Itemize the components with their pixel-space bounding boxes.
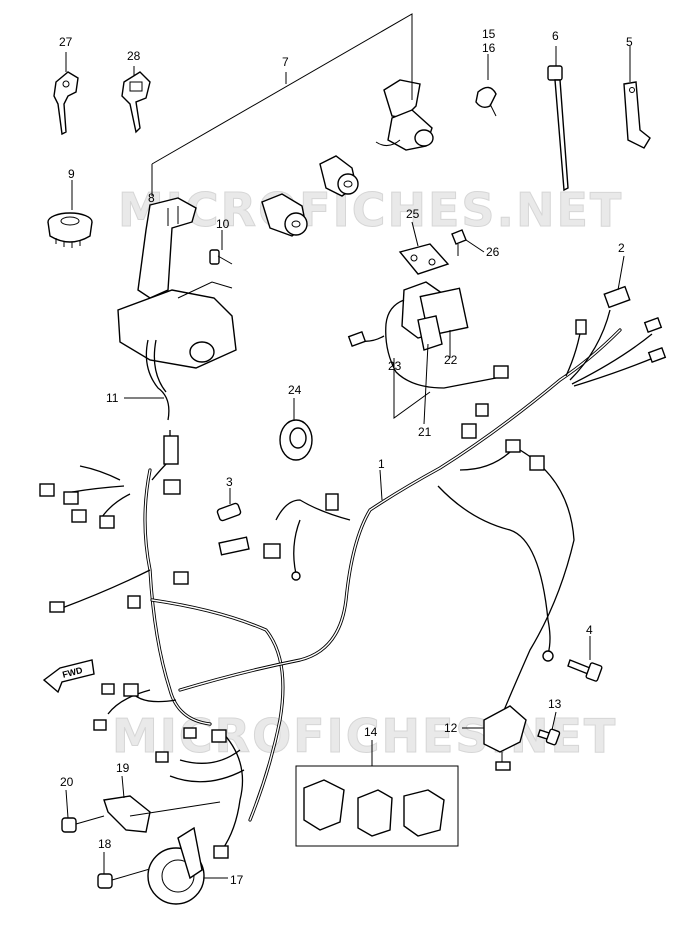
key-27 xyxy=(53,71,79,136)
callout-27: 27 xyxy=(59,35,73,49)
plate-25 xyxy=(398,243,450,275)
leader-7 xyxy=(151,13,413,165)
fuse-3 xyxy=(216,502,242,522)
bracket-5 xyxy=(623,81,651,149)
screw-10 xyxy=(209,249,233,265)
bolt-20 xyxy=(61,815,105,833)
seat-lock xyxy=(375,79,434,151)
callout-22: 22 xyxy=(444,353,458,367)
callout-15: 15 xyxy=(482,27,496,41)
callout-24: 24 xyxy=(288,383,302,397)
callout-23: 23 xyxy=(388,359,402,373)
bracket-19 xyxy=(103,795,151,833)
leader-lines xyxy=(65,46,631,879)
callout-4: 4 xyxy=(586,623,593,637)
sensor-12 xyxy=(483,705,527,771)
ignition-switch xyxy=(117,197,237,421)
callout-10: 10 xyxy=(216,217,230,231)
callout-5: 5 xyxy=(626,35,633,49)
lock-cylinder-b xyxy=(261,193,308,237)
callout-9: 9 xyxy=(68,167,75,181)
callout-1: 1 xyxy=(378,457,385,471)
fwd-label: FWD xyxy=(61,665,84,680)
grommet-9 xyxy=(47,212,93,248)
fwd-arrow: FWD xyxy=(42,659,95,694)
relay-set-14 xyxy=(295,765,459,847)
screw-26 xyxy=(451,229,467,256)
callout-18: 18 xyxy=(98,837,112,851)
watermark-top: MICROFICHES.NET xyxy=(118,183,623,237)
clip-15-16 xyxy=(475,86,497,117)
main-harness xyxy=(61,309,659,851)
grommet-24 xyxy=(279,419,313,461)
callout-25: 25 xyxy=(406,207,420,221)
callout-14: 14 xyxy=(364,725,378,739)
bolt-4 xyxy=(567,659,603,682)
callout-17: 17 xyxy=(230,873,244,887)
callout-8: 8 xyxy=(148,191,155,205)
callout-3: 3 xyxy=(226,475,233,489)
callout-26: 26 xyxy=(486,245,500,259)
callout-16: 16 xyxy=(482,41,496,55)
connectors xyxy=(39,285,667,859)
callout-2: 2 xyxy=(618,241,625,255)
cable-tie-6 xyxy=(547,65,569,192)
callout-20: 20 xyxy=(60,775,74,789)
callout-21: 21 xyxy=(418,425,432,439)
lock-cylinder-a xyxy=(319,155,359,197)
callout-7: 7 xyxy=(282,55,289,69)
callout-11: 11 xyxy=(106,391,119,405)
callout-12: 12 xyxy=(444,721,458,735)
screw-13 xyxy=(537,728,561,746)
callout-6: 6 xyxy=(552,29,559,43)
horn-17 xyxy=(147,826,205,905)
callout-19: 19 xyxy=(116,761,130,775)
callout-28: 28 xyxy=(127,49,141,63)
bolt-18 xyxy=(97,865,161,889)
relay-cluster xyxy=(347,281,497,389)
key-28 xyxy=(121,71,151,134)
callout-13: 13 xyxy=(548,697,562,711)
